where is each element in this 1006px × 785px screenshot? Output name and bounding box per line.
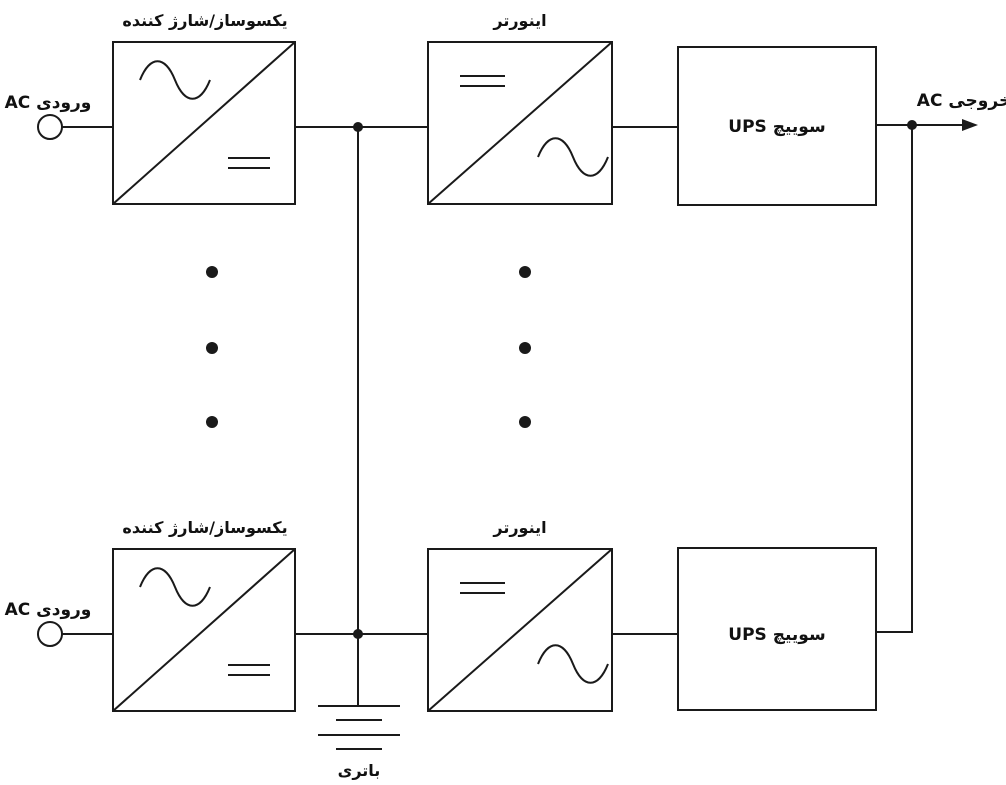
- sine-wave-icon: [139, 60, 211, 100]
- sine-wave-icon: [537, 137, 609, 177]
- inverter-block-top: [427, 41, 613, 205]
- dc-symbol-icon: [228, 664, 270, 676]
- junction-dot: [907, 120, 917, 130]
- ac-input-terminal-bottom: [37, 621, 63, 647]
- sine-wave-icon: [139, 567, 211, 607]
- ac-output-label: خروجی AC: [917, 91, 1006, 111]
- ups-switch-label-bottom: سوییچ UPS: [728, 625, 825, 645]
- ellipsis-dot: [519, 342, 531, 354]
- dc-symbol-icon: [228, 157, 270, 169]
- ellipsis-dot: [206, 416, 218, 428]
- ellipsis-dot: [206, 342, 218, 354]
- inverter-block-bottom: [427, 548, 613, 712]
- rectifier-charger-block-bottom: [112, 548, 296, 712]
- battery-icon: [318, 705, 400, 750]
- inverter-label-bottom: اینورتر: [492, 518, 546, 537]
- ac-input-terminal-top: [37, 114, 63, 140]
- battery-label: باتری: [338, 761, 381, 780]
- dc-symbol-icon: [460, 582, 505, 594]
- junction-dot: [353, 122, 363, 132]
- ac-input-label-bottom: ورودی AC: [5, 600, 92, 620]
- junction-dot: [353, 629, 363, 639]
- ellipsis-dot: [519, 416, 531, 428]
- ups-switch-label-top: سوییچ UPS: [728, 117, 825, 137]
- wire: [876, 125, 913, 633]
- dc-symbol-icon: [460, 75, 505, 87]
- rectifier-charger-label-top: یکسوساز/شارژ کننده: [122, 11, 287, 30]
- ups-switch-block-bottom: [677, 547, 877, 711]
- ac-input-label-top: ورودی AC: [5, 93, 92, 113]
- sine-wave-icon: [537, 644, 609, 684]
- arrow-icon: [962, 119, 978, 131]
- inverter-label-top: اینورتر: [492, 11, 546, 30]
- ellipsis-dot: [519, 266, 531, 278]
- rectifier-charger-label-bottom: یکسوساز/شارژ کننده: [122, 518, 287, 537]
- rectifier-charger-block-top: [112, 41, 296, 205]
- ellipsis-dot: [206, 266, 218, 278]
